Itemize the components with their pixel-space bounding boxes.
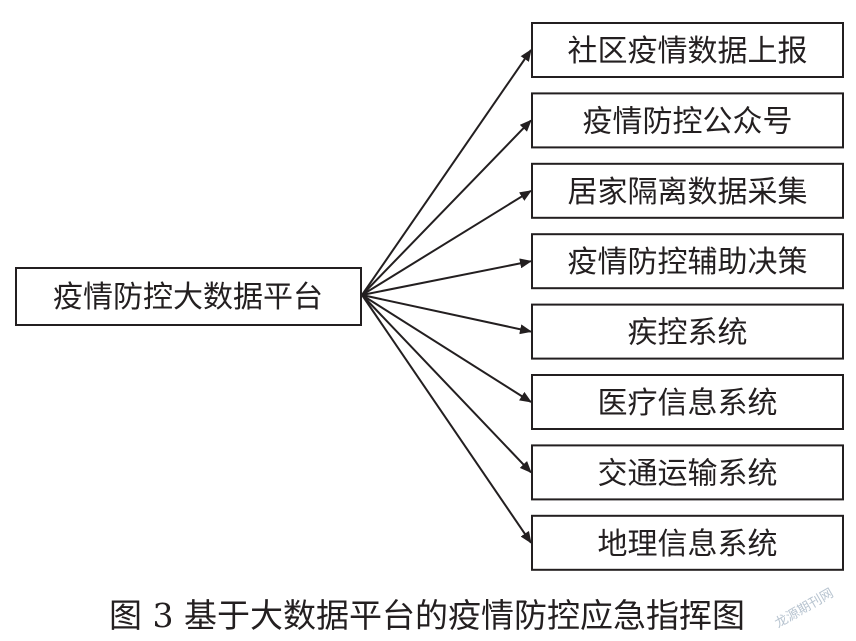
target-node-3: 居家隔离数据采集 bbox=[531, 162, 844, 219]
source-node: 疫情防控大数据平台 bbox=[15, 267, 362, 326]
target-label: 疾控系统 bbox=[628, 316, 748, 351]
target-box bbox=[531, 233, 844, 290]
target-box bbox=[531, 92, 844, 149]
arrow-7 bbox=[361, 294, 532, 474]
arrow-1 bbox=[361, 49, 532, 296]
arrow-2 bbox=[361, 119, 532, 296]
target-box bbox=[531, 22, 844, 78]
target-label: 医疗信息系统 bbox=[598, 386, 778, 421]
arrow-8 bbox=[361, 294, 532, 544]
target-label: 地理信息系统 bbox=[598, 527, 778, 562]
arrow-6 bbox=[361, 294, 532, 403]
target-label: 疫情防控公众号 bbox=[583, 104, 793, 139]
target-box bbox=[531, 444, 844, 501]
target-label: 交通运输系统 bbox=[598, 456, 778, 491]
target-node-4: 疫情防控辅助决策 bbox=[531, 233, 844, 290]
target-box bbox=[531, 514, 844, 571]
target-box bbox=[531, 303, 844, 360]
arrow-3 bbox=[361, 189, 532, 296]
target-label: 社区疫情数据上报 bbox=[568, 34, 808, 69]
target-node-8: 地理信息系统 bbox=[531, 514, 844, 571]
target-node-1: 社区疫情数据上报 bbox=[531, 22, 844, 78]
arrow-4 bbox=[361, 258, 532, 296]
figure-caption: 图 3 基于大数据平台的疫情防控应急指挥图 bbox=[109, 596, 745, 635]
target-node-2: 疫情防控公众号 bbox=[531, 92, 844, 149]
arrow-5 bbox=[361, 294, 532, 335]
target-node-7: 交通运输系统 bbox=[531, 444, 844, 501]
source-box bbox=[15, 267, 362, 326]
arrow-group bbox=[361, 49, 532, 544]
target-node-group: 社区疫情数据上报疫情防控公众号居家隔离数据采集疫情防控辅助决策疾控系统医疗信息系… bbox=[531, 22, 844, 571]
target-node-6: 医疗信息系统 bbox=[531, 374, 844, 430]
target-label: 疫情防控辅助决策 bbox=[568, 245, 808, 280]
target-label: 居家隔离数据采集 bbox=[568, 175, 808, 210]
watermark-text: 龙源期刊网 bbox=[773, 586, 837, 631]
target-node-5: 疾控系统 bbox=[531, 303, 844, 360]
source-label: 疫情防控大数据平台 bbox=[53, 280, 323, 315]
target-box bbox=[531, 162, 844, 219]
target-box bbox=[531, 374, 844, 430]
